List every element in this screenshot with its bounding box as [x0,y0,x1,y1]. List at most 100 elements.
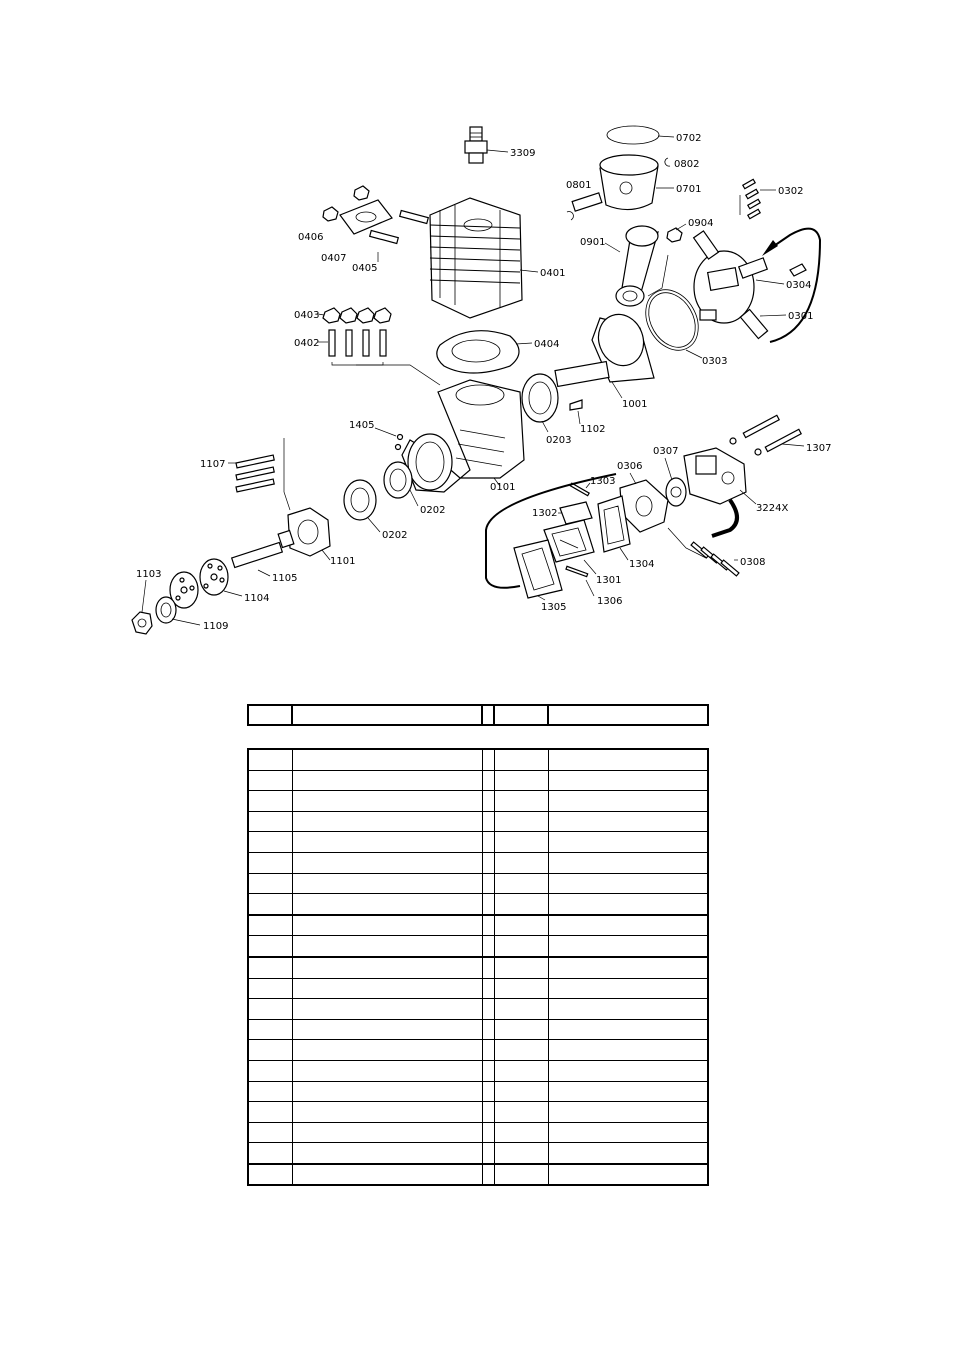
table-cell [493,956,549,979]
table-row [247,1121,709,1144]
table-cell [493,1101,549,1123]
table-cell [247,956,293,979]
table-cell [247,1080,293,1103]
exhaust-gasket [339,199,393,235]
table-cell [481,1142,495,1165]
label-0304: 0304 [786,280,811,291]
table-cell [493,1039,549,1061]
table-cell [481,831,495,853]
table-cell [547,872,709,895]
label-1306: 1306 [597,596,622,607]
table-cell [291,935,483,958]
backplate-screws [741,178,762,220]
table-row [247,914,709,937]
table-cell [247,1018,293,1041]
label-1301: 1301 [596,575,621,586]
table-cell [493,790,549,812]
table-cell [493,831,549,853]
table-cell [481,790,495,812]
piston-pin [571,192,603,212]
header-cell [247,704,293,726]
table-cell [247,810,293,833]
table-body [247,748,709,1187]
table-cell [481,810,495,833]
table-cell [547,1101,709,1123]
table-cell [481,1059,495,1082]
screw-1306 [565,565,589,578]
table-cell [547,935,709,958]
label-0303: 0303 [702,356,727,367]
table-cell [247,831,293,853]
carb-gasket-0307 [665,477,687,507]
table-row [247,790,709,812]
table-cell [493,1018,549,1041]
table-cell [493,810,549,833]
table-cell [547,893,709,916]
label-1107: 1107 [200,459,225,470]
table-cell [493,935,549,958]
table-cell [547,1039,709,1061]
label-0308: 0308 [740,557,765,568]
intake-manifold [619,479,669,533]
table-cell [291,998,483,1020]
table-cell [547,1018,709,1041]
header-cell [547,704,709,726]
cylinder-gasket [436,330,520,374]
table-cell [481,998,495,1020]
table-cell [493,998,549,1020]
table-cell [547,1059,709,1082]
table-row [247,1039,709,1061]
label-0406: 0406 [298,232,323,243]
table-cell [247,914,293,937]
table-cell [247,748,293,771]
table-row [247,872,709,895]
prop-nut [131,611,153,635]
table-row [247,956,709,979]
assembly-arrow [767,227,822,343]
table-cell [291,748,483,771]
table-row [247,1018,709,1041]
prop-bolts [235,454,275,493]
table-row [247,977,709,1000]
table-cell [291,1101,483,1123]
label-0801: 0801 [566,180,591,191]
gasket-1304 [597,495,631,553]
label-0404: 0404 [534,339,559,350]
table-cell [291,1039,483,1061]
label-1105: 1105 [272,573,297,584]
label-1305: 1305 [541,602,566,613]
table-row [247,935,709,958]
label-0401: 0401 [540,268,565,279]
piston-ring [606,125,660,145]
table-cell [481,956,495,979]
conrod-bolt [666,227,683,243]
label-0402: 0402 [294,338,319,349]
table-cell [493,1142,549,1165]
table-cell [493,769,549,792]
table-cell [247,851,293,874]
table-row [247,1163,709,1186]
table-cell [247,998,293,1020]
table-cell [493,1059,549,1082]
table-row [247,851,709,874]
header-cell [493,704,549,726]
label-1103: 1103 [136,569,161,580]
label-1101: 1101 [330,556,355,567]
table-cell [291,1121,483,1144]
header-row [247,704,709,726]
table-row [247,810,709,833]
table-cell [481,935,495,958]
exhaust-nut [322,206,339,222]
table-cell [547,1121,709,1144]
table-cell [481,1080,495,1103]
table-cell [493,851,549,874]
reed-block [543,519,595,563]
table-cell [291,1163,483,1186]
table-cell [481,872,495,895]
table-cell [493,872,549,895]
prop-shaft [230,529,295,569]
oring [645,289,699,351]
cone-washer [155,596,177,624]
label-0101: 0101 [490,482,515,493]
table-cell [547,914,709,937]
